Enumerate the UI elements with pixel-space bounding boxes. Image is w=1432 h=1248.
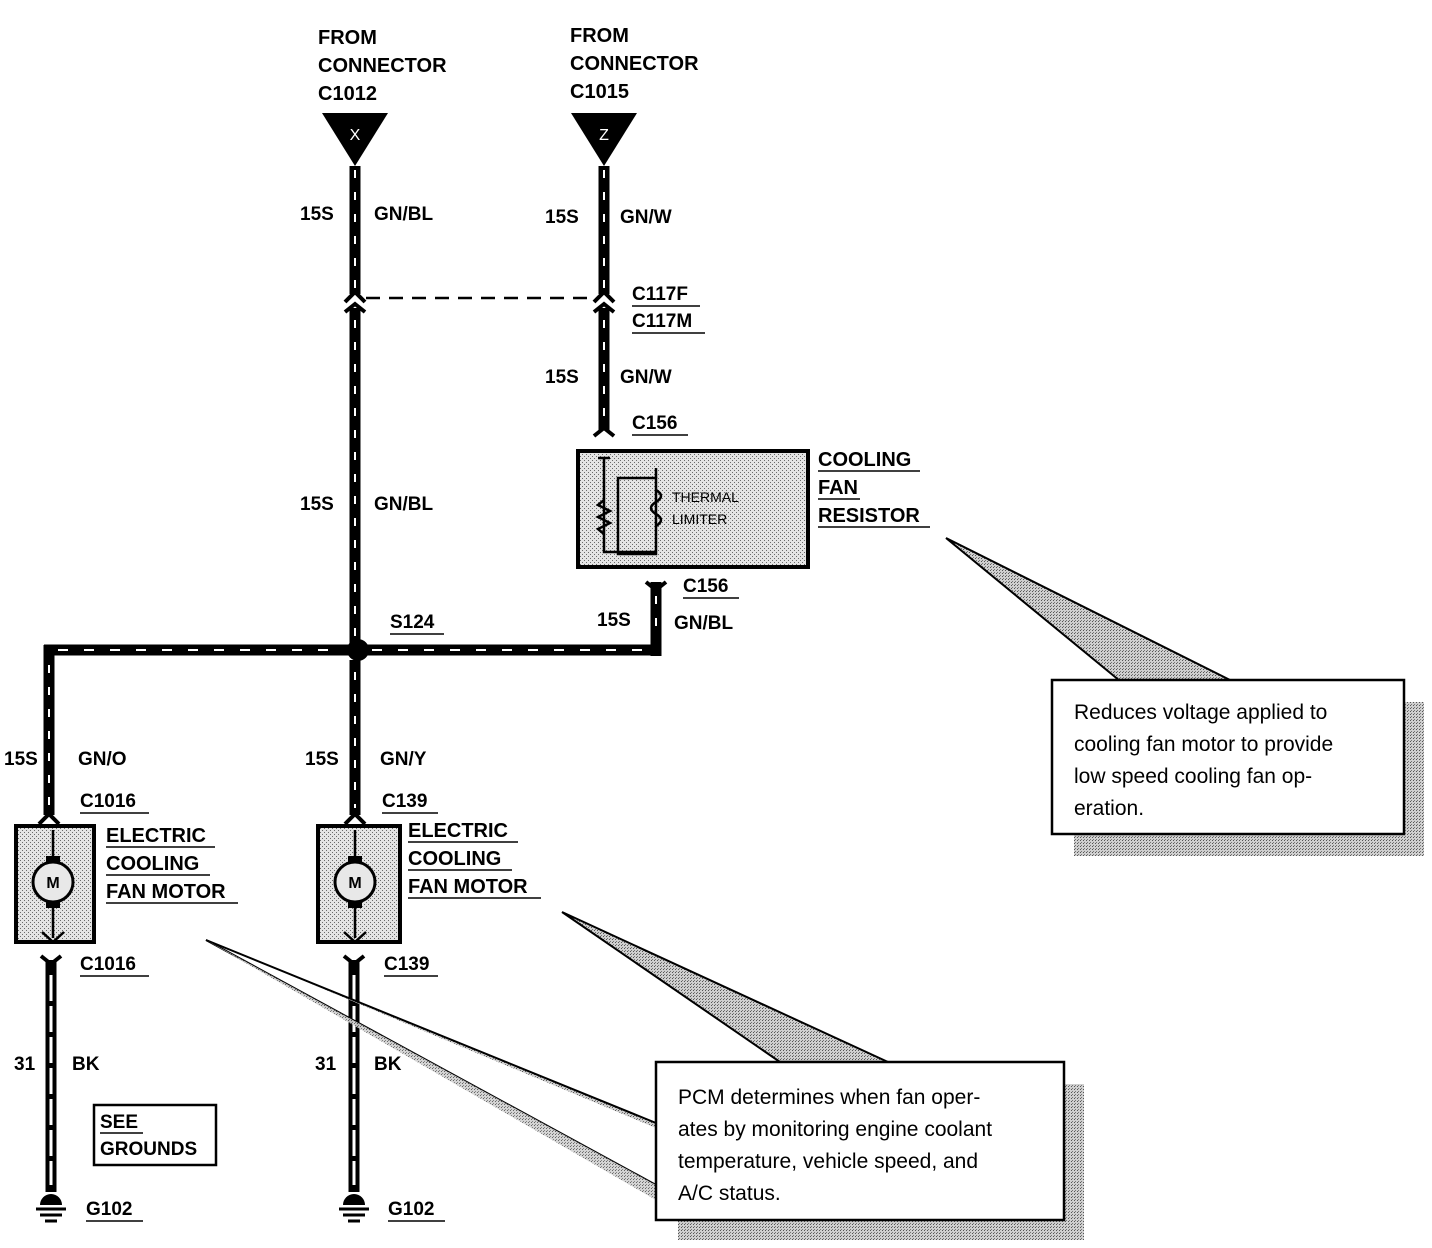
motor-mid-title-2: COOLING [408,848,501,870]
left-ground-gauge: 31 [14,1054,36,1075]
mid-ground-color: BK [374,1054,402,1075]
motor-left-title-1: ELECTRIC [106,825,206,847]
connector-x-label-3: C1012 [318,83,377,105]
note-resistor-line-2: cooling fan motor to provide [1074,733,1333,756]
see-grounds-box: SEE GROUNDS [92,1103,218,1167]
note-pcm-line-2: ates by monitoring engine coolant [678,1118,992,1141]
left-motor-gauge: 15S [4,749,38,770]
mid-ground-gauge: 31 [315,1054,337,1075]
see-grounds-line-1: SEE [100,1112,138,1133]
z-top-color: GN/W [620,207,672,228]
connector-z-pin: Z [599,127,609,144]
motor-left-title-2: COOLING [106,853,199,875]
resistor-out-gauge: 15S [597,610,631,631]
left-ground-color: BK [72,1054,100,1075]
c156-top-label: C156 [632,413,677,434]
x-mid-color: GN/BL [374,494,434,515]
connector-c1012: FROM CONNECTOR C1012 X [318,27,447,166]
c1016-top-label: C1016 [80,791,136,812]
connector-x-triangle [322,113,388,166]
z-mid-color: GN/W [620,367,672,388]
wire-left-motor [37,645,61,826]
resistor-title-2: FAN [818,477,858,499]
ground-left-label: G102 [86,1199,132,1220]
connector-z-label-3: C1015 [570,81,629,103]
motor-left-icon [31,860,75,904]
connector-c1015: FROM CONNECTOR C1015 Z [570,25,699,166]
c139-top-label: C139 [382,791,427,812]
motor-mid-title-1: ELECTRIC [408,820,508,842]
resistor-zigzag [595,499,613,535]
z-top-gauge: 15S [545,207,579,228]
connector-labels: C117F C117M C156 C156 S124 C1016 C139 C1… [80,284,739,1222]
motor-mid-symbol: M [348,875,361,892]
c139-bottom-label: C139 [384,954,429,975]
wire-z-mid [592,308,616,438]
note-resistor-line-4: eration. [1074,797,1144,820]
connector-z-label-1: FROM [570,25,629,47]
c1016-bottom-label: C1016 [80,954,136,975]
fan-motor-mid: M ELECTRIC COOLING FAN MOTOR [316,820,541,944]
motor-left-symbol: M [46,875,59,892]
note-pcm: PCM determines when fan oper- ates by mo… [654,1060,1084,1240]
connector-x-label-1: FROM [318,27,377,49]
wire-labels: 15S GN/BL 15S GN/W 15S GN/W 15S GN/BL 15… [4,204,734,1075]
note-resistor: Reduces voltage applied to cooling fan m… [1050,678,1424,856]
connector-x-pin: X [350,127,361,144]
wire-mid-motor [343,660,367,826]
thermal-limiter-symbol [649,488,663,528]
thermal-limiter-label-1: THERMAL [672,489,739,505]
c117-chevrons [343,289,616,314]
c117f-label: C117F [632,284,688,305]
wire-mid-ground [342,954,366,1192]
c117m-label: C117M [632,311,692,332]
fan-motor-left: M ELECTRIC COOLING FAN MOTOR [14,824,238,944]
x-top-gauge: 15S [300,204,334,225]
connector-x-label-2: CONNECTOR [318,55,447,77]
mid-motor-color: GN/Y [380,749,427,770]
callout-pointers [205,537,1233,1200]
c156-bottom-label: C156 [683,576,728,597]
splice-label: S124 [390,612,435,633]
motor-left-title-3: FAN MOTOR [106,881,226,903]
ground-left-icon [36,1194,66,1223]
ground-mid-icon [339,1194,369,1223]
note-resistor-line-1: Reduces voltage applied to [1074,701,1327,724]
motor-mid-icon [333,860,377,904]
motor-mid-title-3: FAN MOTOR [408,876,528,898]
splice-s124-dot [347,639,369,661]
resistor-title-3: RESISTOR [818,505,920,527]
x-mid-gauge: 15S [300,494,334,515]
cooling-fan-resistor: THERMAL LIMITER COOLING FAN RESISTOR [576,449,930,569]
wire-left-ground [39,954,63,1192]
note-pcm-line-3: temperature, vehicle speed, and [678,1150,978,1173]
left-motor-color: GN/O [78,749,127,770]
thermal-limiter-label-2: LIMITER [672,511,727,527]
connector-z-triangle [571,113,637,166]
see-grounds-line-2: GROUNDS [100,1139,197,1160]
note-pcm-line-1: PCM determines when fan oper- [678,1086,980,1109]
resistor-out-color: GN/BL [674,613,734,634]
ground-mid-label: G102 [388,1199,434,1220]
mid-motor-gauge: 15S [305,749,339,770]
resistor-title-1: COOLING [818,449,911,471]
connector-z-label-2: CONNECTOR [570,53,699,75]
note-resistor-line-3: low speed cooling fan op- [1074,765,1312,788]
note-pcm-line-4: A/C status. [678,1182,781,1205]
z-mid-gauge: 15S [545,367,579,388]
x-top-color: GN/BL [374,204,434,225]
